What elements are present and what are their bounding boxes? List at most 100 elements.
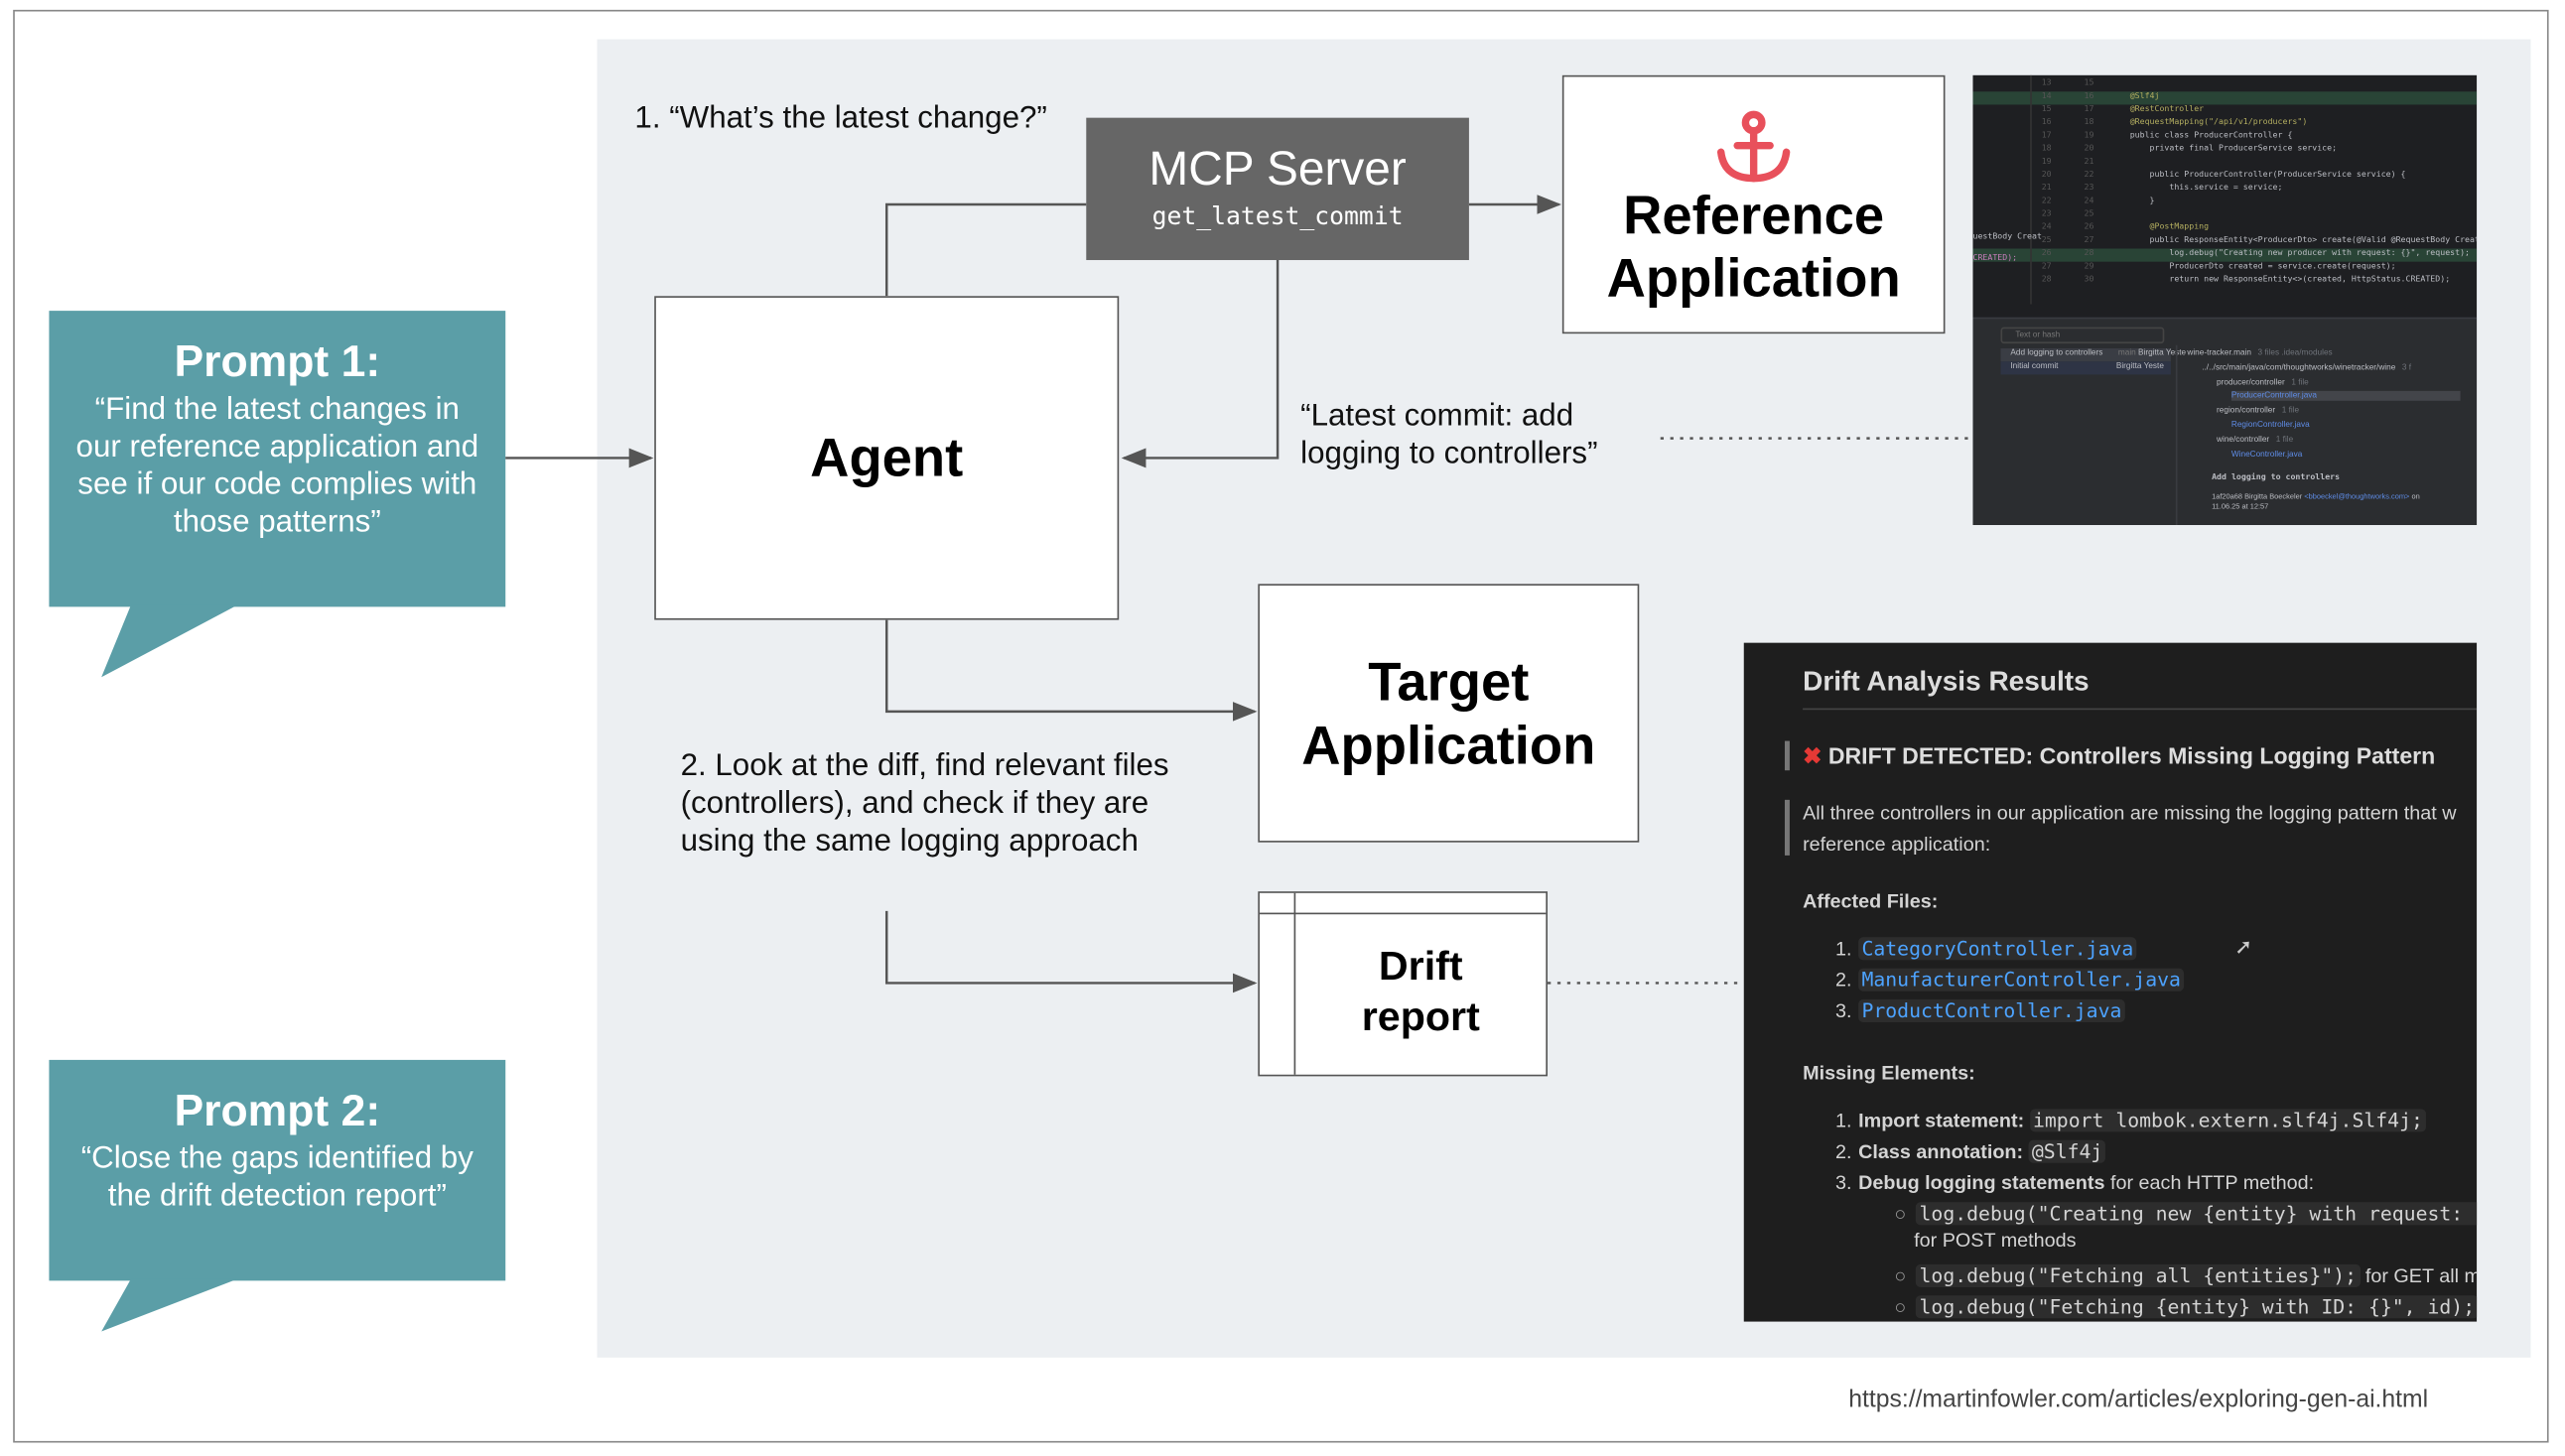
line-number-right: 22: [2084, 170, 2094, 181]
git-log-panel: Text or hash Add logging to controllers …: [1972, 317, 2478, 526]
prompt-2-text: “Close the gaps identified by the drift …: [80, 1141, 473, 1214]
commit-message: Initial commit: [2010, 361, 2059, 372]
affected-files-heading: Affected Files:: [1803, 889, 1939, 913]
line-number-right: 25: [2084, 208, 2094, 219]
file-link[interactable]: ManufacturerController.java: [1858, 968, 2185, 992]
commit-date: 11.06.25 at 12:57: [2212, 501, 2269, 511]
line-number-left: 26: [2041, 248, 2052, 259]
code-text: @RequestMapping("/api/v1/producers"): [2129, 117, 2308, 128]
left-diff-pane: uestBody Creat CREATED);: [1972, 74, 2042, 305]
code-text: @PostMapping: [2129, 222, 2210, 233]
commit-search-input[interactable]: Text or hash: [2000, 327, 2165, 344]
line-agent-to-mcp: [884, 202, 1087, 297]
commit-author: Birgitta Yeste: [2138, 348, 2187, 358]
tree-item-name: wine/controller: [2217, 435, 2270, 445]
bullet-icon: ○: [1894, 1202, 1907, 1226]
figure-frame: [13, 9, 2549, 1443]
prompt-2-bubble: Prompt 2: “Close the gaps identified by …: [49, 1059, 506, 1281]
line-number-left: 18: [2041, 144, 2052, 154]
bullet-icon: ○: [1894, 1263, 1907, 1287]
code-line: 18 20 private final ProducerService servi…: [1972, 144, 2477, 157]
line-number-right: 19: [2084, 130, 2094, 141]
tree-item-name: WineController.java: [2230, 449, 2303, 460]
logging-statement-item: ○log.debug("Fetching all {entities}"); f…: [1835, 1263, 2477, 1295]
tree-item-meta: 1 file: [2281, 406, 2300, 416]
step-1-label: 1. “What’s the latest change?”: [634, 101, 1047, 136]
affected-file-item: 1.CategoryController.java: [1835, 937, 2184, 968]
line-number-right: 21: [2084, 157, 2094, 168]
line-number-left: 16: [2041, 117, 2052, 128]
tree-item-name: region/controller: [2217, 406, 2276, 416]
mouse-cursor-icon: ➚: [2234, 934, 2253, 959]
tree-file[interactable]: ProducerController.java: [2230, 391, 2461, 402]
mcp-server-box: MCP Server get_latest_commit: [1086, 117, 1469, 261]
tree-item-name: ../../src/main/java/com/thoughtworks/win…: [2202, 362, 2396, 373]
code-text: }: [2129, 196, 2155, 206]
code-text: @Slf4j: [2129, 91, 2160, 102]
line-number-left: 25: [2041, 235, 2052, 246]
mcp-server-title: MCP Server: [1148, 144, 1407, 197]
commit-email: <bboeckel@thoughtworks.com>: [2304, 492, 2410, 501]
statement-code: log.debug("Fetching {entity} with ID: {}…: [1916, 1295, 2478, 1319]
missing-elements-list: 1.Import statement: import lombok.extern…: [1835, 1109, 2478, 1321]
tree-item-meta: 3 f: [2401, 362, 2412, 373]
line-number-right: 20: [2084, 144, 2094, 154]
file-link[interactable]: CategoryController.java: [1858, 937, 2137, 961]
item-number: 1.: [1835, 1109, 1852, 1132]
line-number-left: 28: [2041, 274, 2052, 285]
prompt-2-tail: [101, 1278, 237, 1332]
item-number: 2.: [1835, 968, 1852, 992]
line-number-right: 30: [2084, 274, 2094, 285]
commit-detail: 1af20a68 Birgitta Boeckeler <bboeckel@th…: [2212, 492, 2457, 512]
prompt-1-title: Prompt 1:: [174, 336, 381, 386]
agent-label: Agent: [810, 427, 964, 488]
agent-box: Agent: [654, 296, 1120, 620]
code-text: return new ResponseEntity<>(created, Htt…: [2129, 274, 2451, 285]
code-line: 28 30 return new ResponseEntity<>(created…: [1972, 275, 2477, 288]
missing-element-item: 2.Class annotation: @Slf4j: [1835, 1139, 2477, 1171]
statement-code: log.debug("Creating new {entity} with re…: [1916, 1202, 2478, 1226]
quote-bar: [1784, 799, 1790, 856]
commit-author: Birgitta Yeste: [2115, 361, 2164, 372]
statement-text: for GET all me: [2364, 1263, 2477, 1287]
line-number-right: 23: [2084, 183, 2094, 194]
prompt-1-text: “Find the latest changes in our referenc…: [75, 392, 479, 540]
tree-folder[interactable]: region/controller 1 file: [2217, 406, 2299, 416]
branch-tag: main: [2117, 348, 2136, 358]
source-url: https://martinfowler.com/articles/explor…: [1848, 1385, 2429, 1413]
arrow-mcp-to-agent: [1121, 260, 1280, 468]
commit-row[interactable]: Add logging to controllers main Birgitta…: [2000, 348, 2186, 362]
missing-element-item: 3.Debug logging statements for each HTTP…: [1835, 1171, 2477, 1202]
file-link[interactable]: ProductController.java: [1858, 998, 2125, 1022]
affected-file-item: 2.ManufacturerController.java: [1835, 968, 2185, 999]
line-number-right: 27: [2084, 235, 2094, 246]
commit-row[interactable]: Initial commit Birgitta Yeste: [2000, 361, 2171, 375]
line-number-right: 16: [2084, 91, 2094, 102]
prompt-2-title: Prompt 2:: [174, 1086, 381, 1135]
tree-item-name: RegionController.java: [2230, 420, 2310, 431]
element-code: @Slf4j: [2028, 1139, 2106, 1163]
code-text: private final ProducerService service;: [2129, 144, 2338, 154]
line-number-left: 27: [2041, 261, 2052, 272]
step-2-label: 2. Look at the diff, find relevant files…: [680, 748, 1169, 860]
line-number-right: 28: [2084, 248, 2094, 259]
element-text: for each HTTP method:: [2104, 1170, 2315, 1195]
tree-file[interactable]: WineController.java: [2231, 450, 2309, 460]
item-number: 1.: [1835, 937, 1852, 961]
missing-element-item: 1.Import statement: import lombok.extern…: [1835, 1109, 2477, 1139]
tree-folder[interactable]: ../../src/main/java/com/thoughtworks/win…: [2202, 363, 2411, 373]
tree-file[interactable]: RegionController.java: [2231, 421, 2316, 431]
logging-statement-item: ○log.debug("Fetching {entity} with ID: {…: [1835, 1295, 2478, 1321]
